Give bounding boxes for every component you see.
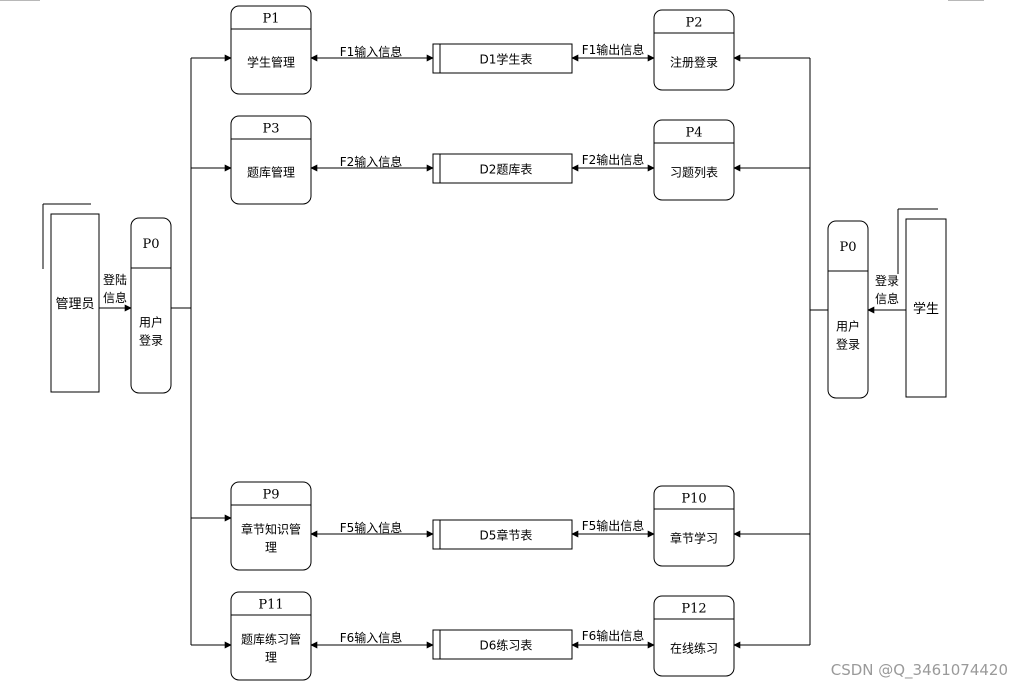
store-d1: D1学生表 (432, 43, 573, 74)
process-label: 在线练习 (670, 641, 718, 656)
flow-label-admin-login-info: 登陆 (103, 272, 127, 287)
process-box (653, 119, 735, 201)
process-p1: P1 学生管理 (230, 5, 312, 95)
process-box (230, 481, 312, 571)
process-label: 学生管理 (247, 55, 295, 70)
process-p4: P4 习题列表 (653, 119, 735, 201)
process-box (230, 5, 312, 95)
process-id: P0 (142, 237, 159, 252)
process-label: 登录 (139, 333, 163, 348)
entity-label: 管理员 (55, 297, 94, 312)
store-box (432, 153, 573, 184)
store-d6: D6练习表 (432, 629, 573, 660)
process-label: 习题列表 (670, 166, 718, 180)
store-label: D2题库表 (480, 162, 533, 177)
process-label: 章节知识管 (241, 522, 301, 537)
flow-label-admin-login-info: 信息 (103, 290, 127, 305)
process-id: P0 (839, 240, 856, 255)
store-label: D5章节表 (480, 528, 533, 543)
store-label: D6练习表 (480, 638, 533, 653)
entity-box (50, 213, 100, 393)
flow-label-f1-out: F1输出信息 (582, 42, 645, 57)
process-box (230, 591, 312, 681)
process-label: 理 (265, 541, 277, 555)
process-p3: P3 题库管理 (230, 115, 312, 205)
process-box (230, 115, 312, 205)
flow-label-f6-in: F6输入信息 (340, 630, 403, 645)
process-id: P1 (262, 12, 279, 27)
flow-label-f5-in: F5输入信息 (340, 520, 403, 535)
store-d2: D2题库表 (432, 153, 573, 184)
process-label: 登录 (836, 337, 860, 352)
entity-box (905, 218, 947, 398)
flow-label-student-login-info: 信息 (875, 291, 899, 306)
process-id: P3 (262, 122, 279, 137)
process-label: 用户 (139, 315, 163, 330)
process-p12: P12 在线练习 (653, 595, 735, 677)
process-label: 注册登录 (670, 55, 718, 70)
store-box (432, 43, 573, 74)
process-label: 题库管理 (247, 165, 295, 180)
flow-label-f5-out: F5输出信息 (582, 518, 645, 533)
store-d5: D5章节表 (432, 519, 573, 550)
process-label: 用户 (836, 319, 860, 334)
process-id: P12 (681, 602, 706, 617)
process-p10: P10 章节学习 (653, 485, 735, 567)
watermark: CSDN @Q_3461074420 (831, 661, 1008, 680)
flow-label-f2-out: F2输出信息 (582, 152, 645, 167)
process-box (653, 9, 735, 91)
process-id: P2 (685, 16, 702, 31)
flow-label-student-login-info: 登录 (875, 273, 899, 288)
flow-label-f1-in: F1输入信息 (340, 44, 403, 59)
process-label: 理 (265, 651, 277, 665)
process-id: P4 (685, 126, 702, 141)
store-box (432, 519, 573, 550)
process-box (653, 485, 735, 567)
process-id: P9 (262, 488, 279, 503)
flow-label-f6-out: F6输出信息 (582, 628, 645, 643)
connector-lines: F1输入信息 F1输出信息 F2输入信息 F2输出信息 F5输入信息 F5输出信息 F6输入… (99, 42, 906, 649)
process-p2: P2 注册登录 (653, 9, 735, 91)
store-box (432, 629, 573, 660)
process-label: 章节学习 (670, 531, 718, 546)
entity-label: 学生 (913, 301, 939, 317)
store-label: D1学生表 (480, 52, 533, 67)
flow-label-f2-in: F2输入信息 (340, 154, 403, 169)
process-label: 题库练习管 (241, 632, 301, 647)
entity-admin: 管理员 (42, 203, 100, 393)
process-box (827, 220, 869, 399)
process-id: P10 (681, 492, 706, 507)
process-box (653, 595, 735, 677)
entity-student: 学生 (897, 208, 947, 398)
process-box (130, 217, 172, 394)
diagram-shapes: P0用户登录P0用户登录P1学生管理P2注册登录P3题库管理P4习题列表P9章节… (0, 0, 984, 681)
process-id: P11 (258, 598, 283, 613)
